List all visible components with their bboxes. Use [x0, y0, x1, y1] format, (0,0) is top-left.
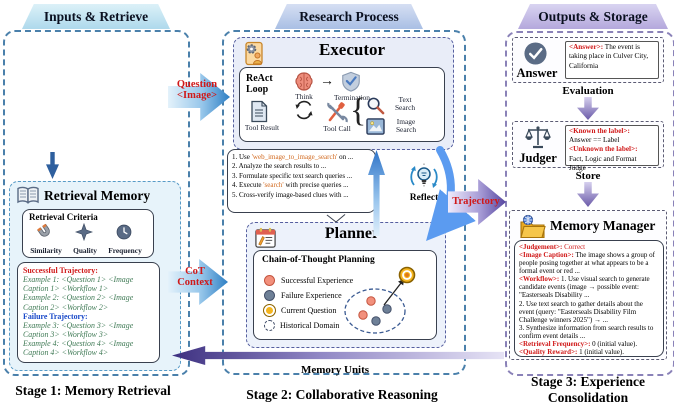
successful-trajectory-label: Successful Trajectory: — [23, 266, 98, 275]
book-icon — [16, 186, 40, 206]
reflect-label: Reflect — [409, 193, 439, 203]
cot-planning-box: Chain-of-Thought Planning Successful Exp… — [253, 250, 437, 340]
brain-icon — [292, 71, 316, 93]
executor-title: Executor — [318, 40, 386, 59]
loop-icon — [293, 99, 315, 121]
mm-line-workflow-3: 3. Synthesize information from search re… — [519, 323, 654, 340]
stage3-caption: Stage 3: Experience Consolidation — [531, 374, 645, 405]
trajectory-example-1: Example 1: <Question 1> <Image Caption 1… — [23, 275, 134, 294]
legend-failure: Failure Experience — [264, 288, 353, 303]
think-to-termination-arrow: → — [320, 74, 334, 89]
stage1-caption: Stage 1: Memory Retrieval — [15, 383, 171, 398]
executor-icon — [243, 41, 267, 67]
plan-step-3: 3. Formulate specific text search querie… — [232, 171, 353, 180]
mm-line-workflow-2: 2. Use text search to gather details abo… — [519, 299, 643, 324]
think-label: Think — [295, 92, 313, 101]
stage2-header-label: Research Process — [299, 8, 399, 24]
retrieval-criteria-title: Retrieval Criteria — [29, 212, 98, 222]
mm-line-judgement: <Judgement>: Correct — [519, 243, 586, 251]
question-image-arrow-label: Question <Image> — [176, 79, 218, 102]
retrieval-criteria-box: Retrieval Criteria Similarity Quality Fr… — [22, 209, 154, 258]
criterion-quality: Quality — [73, 246, 97, 255]
stage3-header-label: Outputs & Storage — [538, 8, 648, 24]
termination-label: Termination — [333, 93, 370, 102]
text-search-label: Text Search — [394, 95, 416, 112]
legend-successful: Successful Experience — [264, 273, 353, 288]
stage2-header-banner: Research Process — [275, 4, 423, 29]
evaluation-label: Evaluation — [562, 85, 614, 97]
trajectory-example-3: Example 3: <Question 3> <Image Caption 3… — [23, 320, 134, 340]
termination-icon — [340, 70, 362, 93]
trajectory-example-4: Example 4: <Question 4> <Image Caption 4… — [23, 339, 134, 358]
planner-icon — [254, 226, 277, 249]
current-question-dot-icon — [263, 304, 276, 317]
mm-line-workflow: <Workflow>: 1. Use visual search to gene… — [519, 275, 650, 300]
trajectory-example-2: Example 2: <Question 2> <Image Caption 2… — [23, 293, 134, 312]
judger-scales-icon — [524, 125, 552, 150]
plan-step-1: 1. Use 'web_image_to_image_search' on ..… — [232, 153, 354, 161]
historical-domain-circle-icon — [264, 320, 275, 331]
image-search-icon — [366, 118, 385, 135]
legend-current-question: Current Question — [263, 303, 353, 318]
plan-step-2: 2. Analyze the search results to ... — [232, 162, 327, 171]
answer-box: Answer <Answer>: The event is taking pla… — [512, 37, 664, 83]
judger-box: Judger <Known the label>: Answer == Labe… — [512, 121, 664, 172]
memory-manager-content: <Judgement>: Correct <Image Caption>: Th… — [514, 240, 664, 357]
stage3-header-banner: Outputs & Storage — [518, 4, 668, 29]
store-label: Store — [575, 170, 601, 182]
tool-call-icon — [326, 101, 349, 124]
text-search-icon — [366, 96, 385, 115]
judger-text-box: <Known the label>: Answer == Label <Unkn… — [565, 125, 659, 172]
plan-step-5: 5. Cross-verify image-based clues with .… — [232, 190, 349, 199]
stage2-caption: Stage 2: Collaborative Reasoning — [246, 387, 438, 402]
mm-line-image-caption: <Image Caption>: The image shows a group… — [519, 251, 655, 276]
planner-title: Planner — [324, 225, 380, 242]
magnet-icon — [36, 223, 54, 241]
memory-units-label: Memory Units — [300, 364, 370, 376]
reflect-icon — [408, 161, 440, 193]
retrieval-memory-title: Retrieval Memory — [44, 188, 151, 203]
criterion-frequency: Frequency — [108, 246, 142, 255]
plan-step-4: 4. Execute 'search' with precise queries… — [232, 181, 349, 190]
failure-dot-icon — [264, 290, 275, 301]
memory-manager-folder-icon — [519, 214, 546, 239]
brace-glyph: { — [350, 92, 367, 129]
stage1-header-banner: Inputs & Retrieve — [22, 4, 170, 29]
failure-trajectory-label: Failure Trajectory: — [23, 311, 88, 321]
trajectory-box: Successful Trajectory: Example 1: <Quest… — [17, 262, 160, 363]
criterion-similarity: Similarity — [30, 246, 62, 255]
mm-line-retrieval-frequency: <Retrieval Frequency>: 0 (initial value)… — [519, 339, 638, 348]
answer-text-box: <Answer>: The event is taking place in C… — [565, 41, 659, 79]
trajectory-arrow-label: Trajectory — [452, 196, 500, 207]
plan-steps-bubble: 1. Use 'web_image_to_image_search' on ..… — [227, 149, 376, 213]
image-search-label: Image Search — [395, 117, 417, 134]
star-icon — [75, 223, 93, 241]
stage1-header-label: Inputs & Retrieve — [43, 8, 149, 24]
cot-context-arrow-label: CoT Context — [177, 266, 213, 289]
tool-result-label: Tool Result — [244, 123, 280, 132]
answer-title: Answer — [516, 66, 558, 80]
judger-title: Judger — [519, 151, 557, 165]
cot-scatter-diagram — [344, 266, 416, 334]
clock-icon — [115, 223, 133, 241]
memory-manager-title: Memory Manager — [550, 218, 656, 233]
mm-line-quality-reward: <Quality Reward>: 1 (initial value). — [519, 348, 624, 357]
memory-manager-box: Memory Manager <Judgement>: Correct <Ima… — [509, 210, 667, 360]
cot-planning-title: Chain-of-Thought Planning — [262, 255, 375, 265]
legend-historical-domain: Historical Domain — [264, 318, 353, 333]
tool-result-icon — [249, 100, 269, 123]
tool-call-label: Tool Call — [323, 124, 351, 133]
successful-dot-icon — [264, 275, 275, 286]
cot-legend: Successful Experience Failure Experience… — [263, 273, 353, 333]
answer-check-icon — [523, 41, 548, 66]
